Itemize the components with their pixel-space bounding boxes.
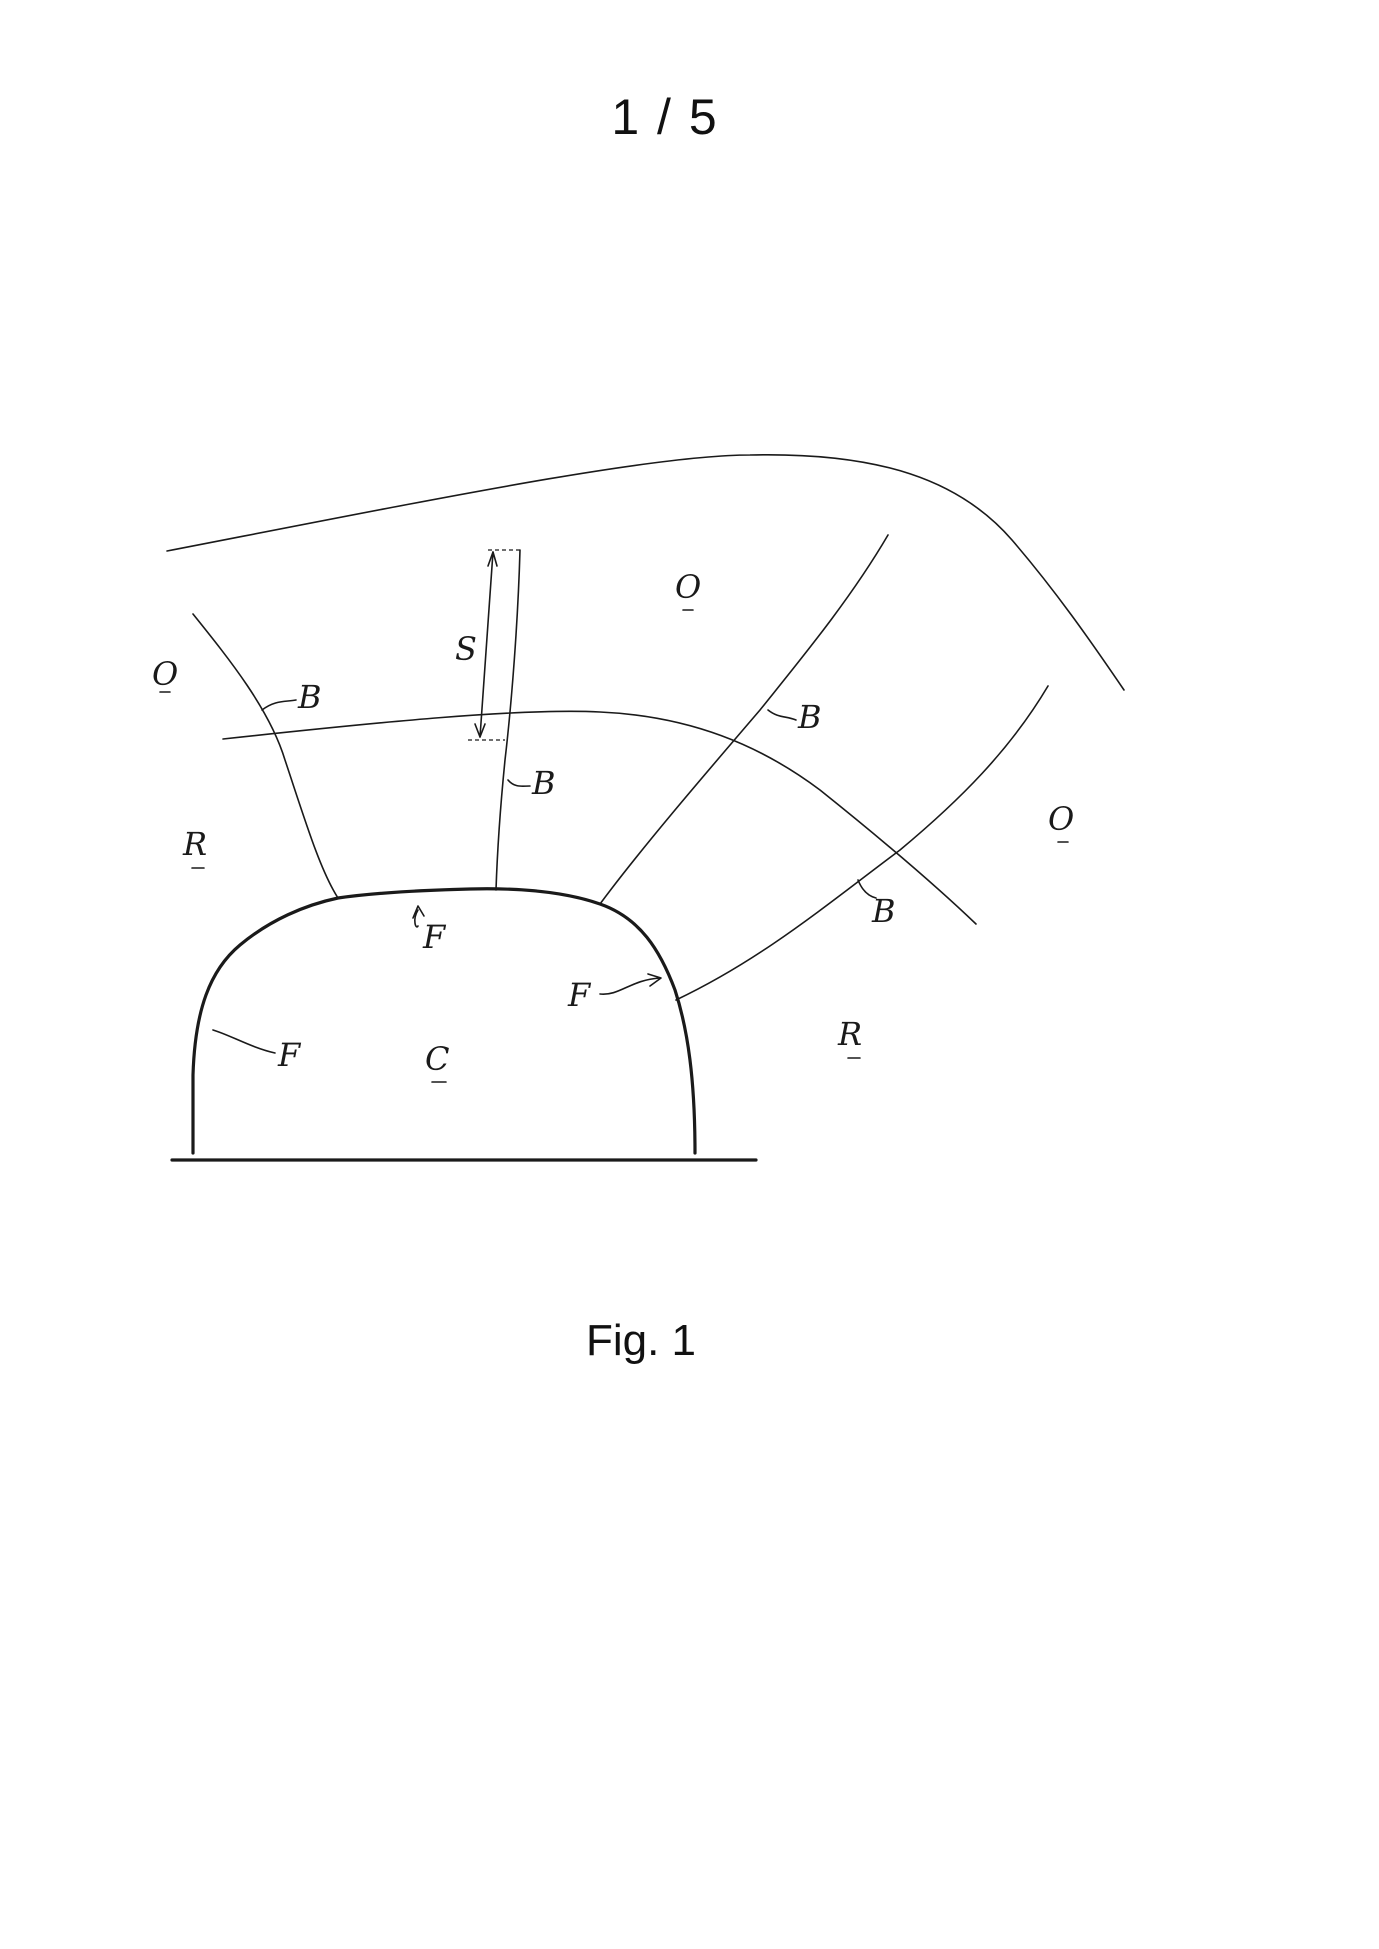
label-F-3: F bbox=[567, 976, 592, 1014]
f-leader-1 bbox=[212, 1029, 276, 1054]
label-O-left: O bbox=[152, 655, 178, 693]
b-leader-3 bbox=[767, 709, 797, 721]
f-arrow-2 bbox=[412, 905, 425, 919]
b-leader-4 bbox=[857, 879, 877, 899]
label-C: C bbox=[425, 1040, 449, 1078]
f-leader-3 bbox=[599, 977, 661, 995]
b-leader-1 bbox=[261, 699, 297, 711]
radial-line-3 bbox=[599, 534, 889, 905]
outer-boundary-curve bbox=[166, 453, 1125, 691]
label-R-right: R bbox=[837, 1015, 862, 1053]
dome-outline bbox=[191, 887, 697, 1155]
middle-boundary-curve bbox=[222, 710, 977, 925]
radial-line-2 bbox=[495, 549, 521, 891]
label-B-2: B bbox=[531, 764, 556, 802]
s-dim-arrow-line bbox=[479, 551, 494, 738]
page-number: 1 / 5 bbox=[611, 89, 719, 145]
label-F-2: F bbox=[422, 918, 447, 956]
label-O-right: O bbox=[1048, 800, 1074, 838]
label-B-4: B bbox=[871, 892, 896, 930]
s-arrow-head-top bbox=[487, 551, 498, 567]
label-B-3: B bbox=[797, 698, 822, 736]
figure-caption: Fig. 1 bbox=[585, 1316, 697, 1365]
label-O-top: O bbox=[675, 568, 701, 606]
b-leader-2 bbox=[507, 779, 531, 788]
label-B-1: B bbox=[297, 678, 322, 716]
radial-line-4 bbox=[675, 685, 1049, 1001]
f-leader-2 bbox=[414, 909, 419, 928]
label-S: S bbox=[455, 630, 477, 668]
label-F-1: F bbox=[277, 1036, 302, 1074]
s-arrow-head-bottom bbox=[474, 723, 486, 738]
f-arrow-3 bbox=[647, 973, 662, 987]
label-R-left: R bbox=[182, 825, 207, 863]
radial-line-1 bbox=[192, 613, 339, 899]
